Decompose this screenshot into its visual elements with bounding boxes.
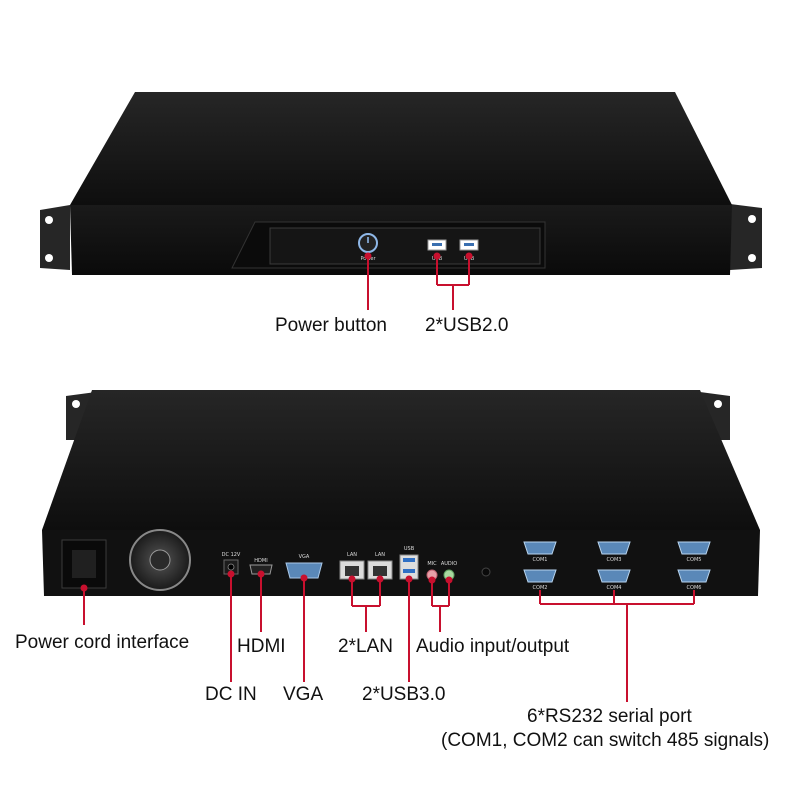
rear-callouts — [80, 570, 695, 702]
fan-hub — [149, 549, 171, 571]
db9-serial-port-icon — [597, 569, 631, 583]
bracket-hole — [45, 216, 53, 224]
right-rack-bracket — [730, 204, 762, 270]
bracket-hole — [714, 400, 722, 408]
db9-serial-port-icon — [677, 541, 711, 555]
usb2-tongue — [432, 243, 442, 246]
bracket-hole — [72, 400, 80, 408]
com-caption: COM6 — [687, 585, 702, 591]
com-caption: COM3 — [607, 557, 622, 563]
com-caption: COM2 — [533, 585, 548, 591]
lan-caption: LAN — [375, 552, 385, 558]
lan-callout: 2*LAN — [338, 636, 393, 657]
db9-serial-port-icon — [597, 541, 631, 555]
bracket-hole — [748, 254, 756, 262]
hdmi-caption: HDMI — [254, 558, 267, 564]
vga-callout: VGA — [283, 684, 324, 705]
com-caption: COM5 — [687, 557, 702, 563]
power-socket-inner — [72, 550, 96, 578]
power-cord-callout: Power cord interface — [15, 632, 190, 653]
db9-serial-port-icon — [677, 569, 711, 583]
power-button-callout: Power button — [275, 315, 387, 336]
chassis-top — [70, 92, 732, 205]
usb2-callout: 2*USB2.0 — [425, 315, 509, 336]
com-caption: COM1 — [533, 557, 548, 563]
vga-port-icon — [285, 562, 323, 579]
rear-chassis: DC 12V HDMI VGA LAN LAN USB MIC AUDIO CO… — [42, 390, 760, 596]
com-caption: COM4 — [607, 585, 622, 591]
chassis-top — [42, 390, 760, 530]
front-callouts — [364, 252, 473, 310]
hdmi-callout: HDMI — [237, 636, 286, 657]
audio-callout: Audio input/output — [416, 636, 570, 657]
front-chassis: Power USB USB — [40, 92, 762, 275]
audio-caption: AUDIO — [441, 561, 457, 567]
front-panel — [269, 227, 541, 265]
vga-caption: VGA — [299, 554, 310, 560]
bracket-hole — [748, 215, 756, 223]
left-rack-bracket — [40, 205, 70, 270]
serial-callout-line1: 6*RS232 serial port — [527, 706, 692, 727]
db9-serial-port-icon — [523, 569, 557, 583]
bracket-hole — [45, 254, 53, 262]
lan-caption: LAN — [347, 552, 357, 558]
ground-screw — [481, 567, 491, 577]
hdmi-port-icon — [249, 564, 273, 575]
mic-caption: MIC — [427, 561, 437, 567]
db9-serial-port-icon — [523, 541, 557, 555]
usb3-caption: USB — [404, 546, 415, 552]
usb2-tongue — [464, 243, 474, 246]
usb3-callout: 2*USB3.0 — [362, 684, 446, 705]
dc-in-callout: DC IN — [205, 684, 257, 705]
serial-callout-line2: (COM1, COM2 can switch 485 signals) — [441, 730, 770, 751]
dc-caption: DC 12V — [222, 552, 241, 558]
